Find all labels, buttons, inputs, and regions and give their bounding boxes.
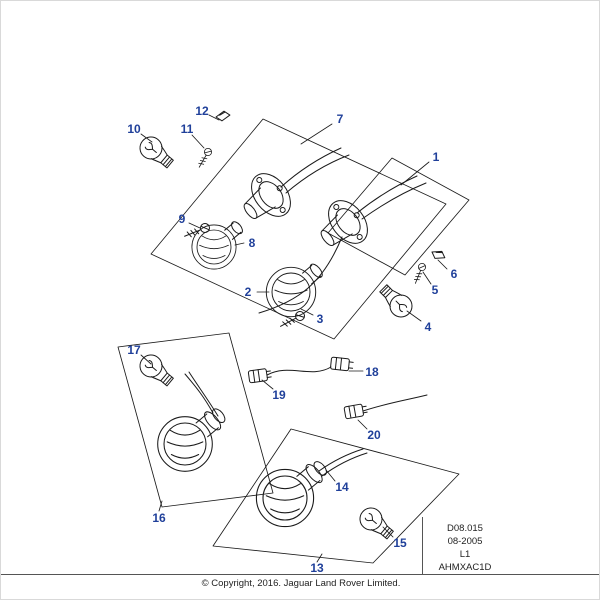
callout-19[interactable]: 19 xyxy=(272,388,286,402)
callout-8[interactable]: 8 xyxy=(248,236,256,250)
lens-8-illustration xyxy=(191,221,243,270)
callout-5[interactable]: 5 xyxy=(431,283,439,297)
screw-11-illustration xyxy=(195,146,214,170)
callout-12[interactable]: 12 xyxy=(195,104,209,118)
reference-block: D08.015 08-2005 L1 AHMXAC1D xyxy=(425,522,505,574)
bulb-10-illustration xyxy=(135,132,178,173)
callout-20[interactable]: 20 xyxy=(367,428,381,442)
lens-2-illustration xyxy=(265,263,323,318)
lamp-16-illustration xyxy=(157,408,226,472)
leader-lines xyxy=(140,114,448,563)
clip-6-illustration xyxy=(429,247,448,262)
callout-11[interactable]: 11 xyxy=(180,122,194,136)
box-assembly-7 xyxy=(150,118,447,340)
copyright-text: © Copyright, 2016. Jaguar Land Rover Lim… xyxy=(201,578,401,589)
bulb-holder-7-illustration xyxy=(232,165,299,233)
callout-16[interactable]: 16 xyxy=(152,511,166,525)
connector-18-illustration xyxy=(329,356,355,372)
callout-15[interactable]: 15 xyxy=(393,536,407,550)
reference-revision: L1 xyxy=(459,549,471,560)
callout-13[interactable]: 13 xyxy=(310,561,324,575)
clip-12-illustration xyxy=(214,109,232,123)
connector-19-illustration xyxy=(247,367,273,384)
callout-14[interactable]: 14 xyxy=(335,480,349,494)
screw-3-illustration xyxy=(277,309,307,331)
lamp-13-illustration xyxy=(255,461,327,528)
reference-drawing-code: AHMXAC1D xyxy=(438,562,492,573)
callout-4[interactable]: 4 xyxy=(424,320,432,334)
callout-10[interactable]: 10 xyxy=(127,122,141,136)
callout-6[interactable]: 6 xyxy=(450,267,458,281)
box-assembly-1 xyxy=(327,157,470,276)
box-assembly-16 xyxy=(117,332,274,508)
callout-3[interactable]: 3 xyxy=(316,312,324,326)
callout-2[interactable]: 2 xyxy=(244,285,252,299)
callout-1[interactable]: 1 xyxy=(432,150,440,164)
callout-17[interactable]: 17 xyxy=(127,343,141,357)
reference-doc-number: D08.015 xyxy=(447,523,483,534)
bulb-4-illustration xyxy=(375,280,418,323)
assembly-boxes xyxy=(117,118,470,564)
reference-date: 08-2005 xyxy=(447,536,483,547)
callout-9[interactable]: 9 xyxy=(178,212,186,226)
bulb-17-illustration xyxy=(135,350,178,391)
bulb-15-illustration xyxy=(355,503,398,544)
wiring-harness-lines xyxy=(184,147,428,477)
footer-divider xyxy=(1,574,599,575)
reference-block-divider xyxy=(422,517,423,574)
callout-7[interactable]: 7 xyxy=(336,112,344,126)
bulb-holder-1-illustration xyxy=(309,192,376,260)
callout-18[interactable]: 18 xyxy=(365,365,379,379)
